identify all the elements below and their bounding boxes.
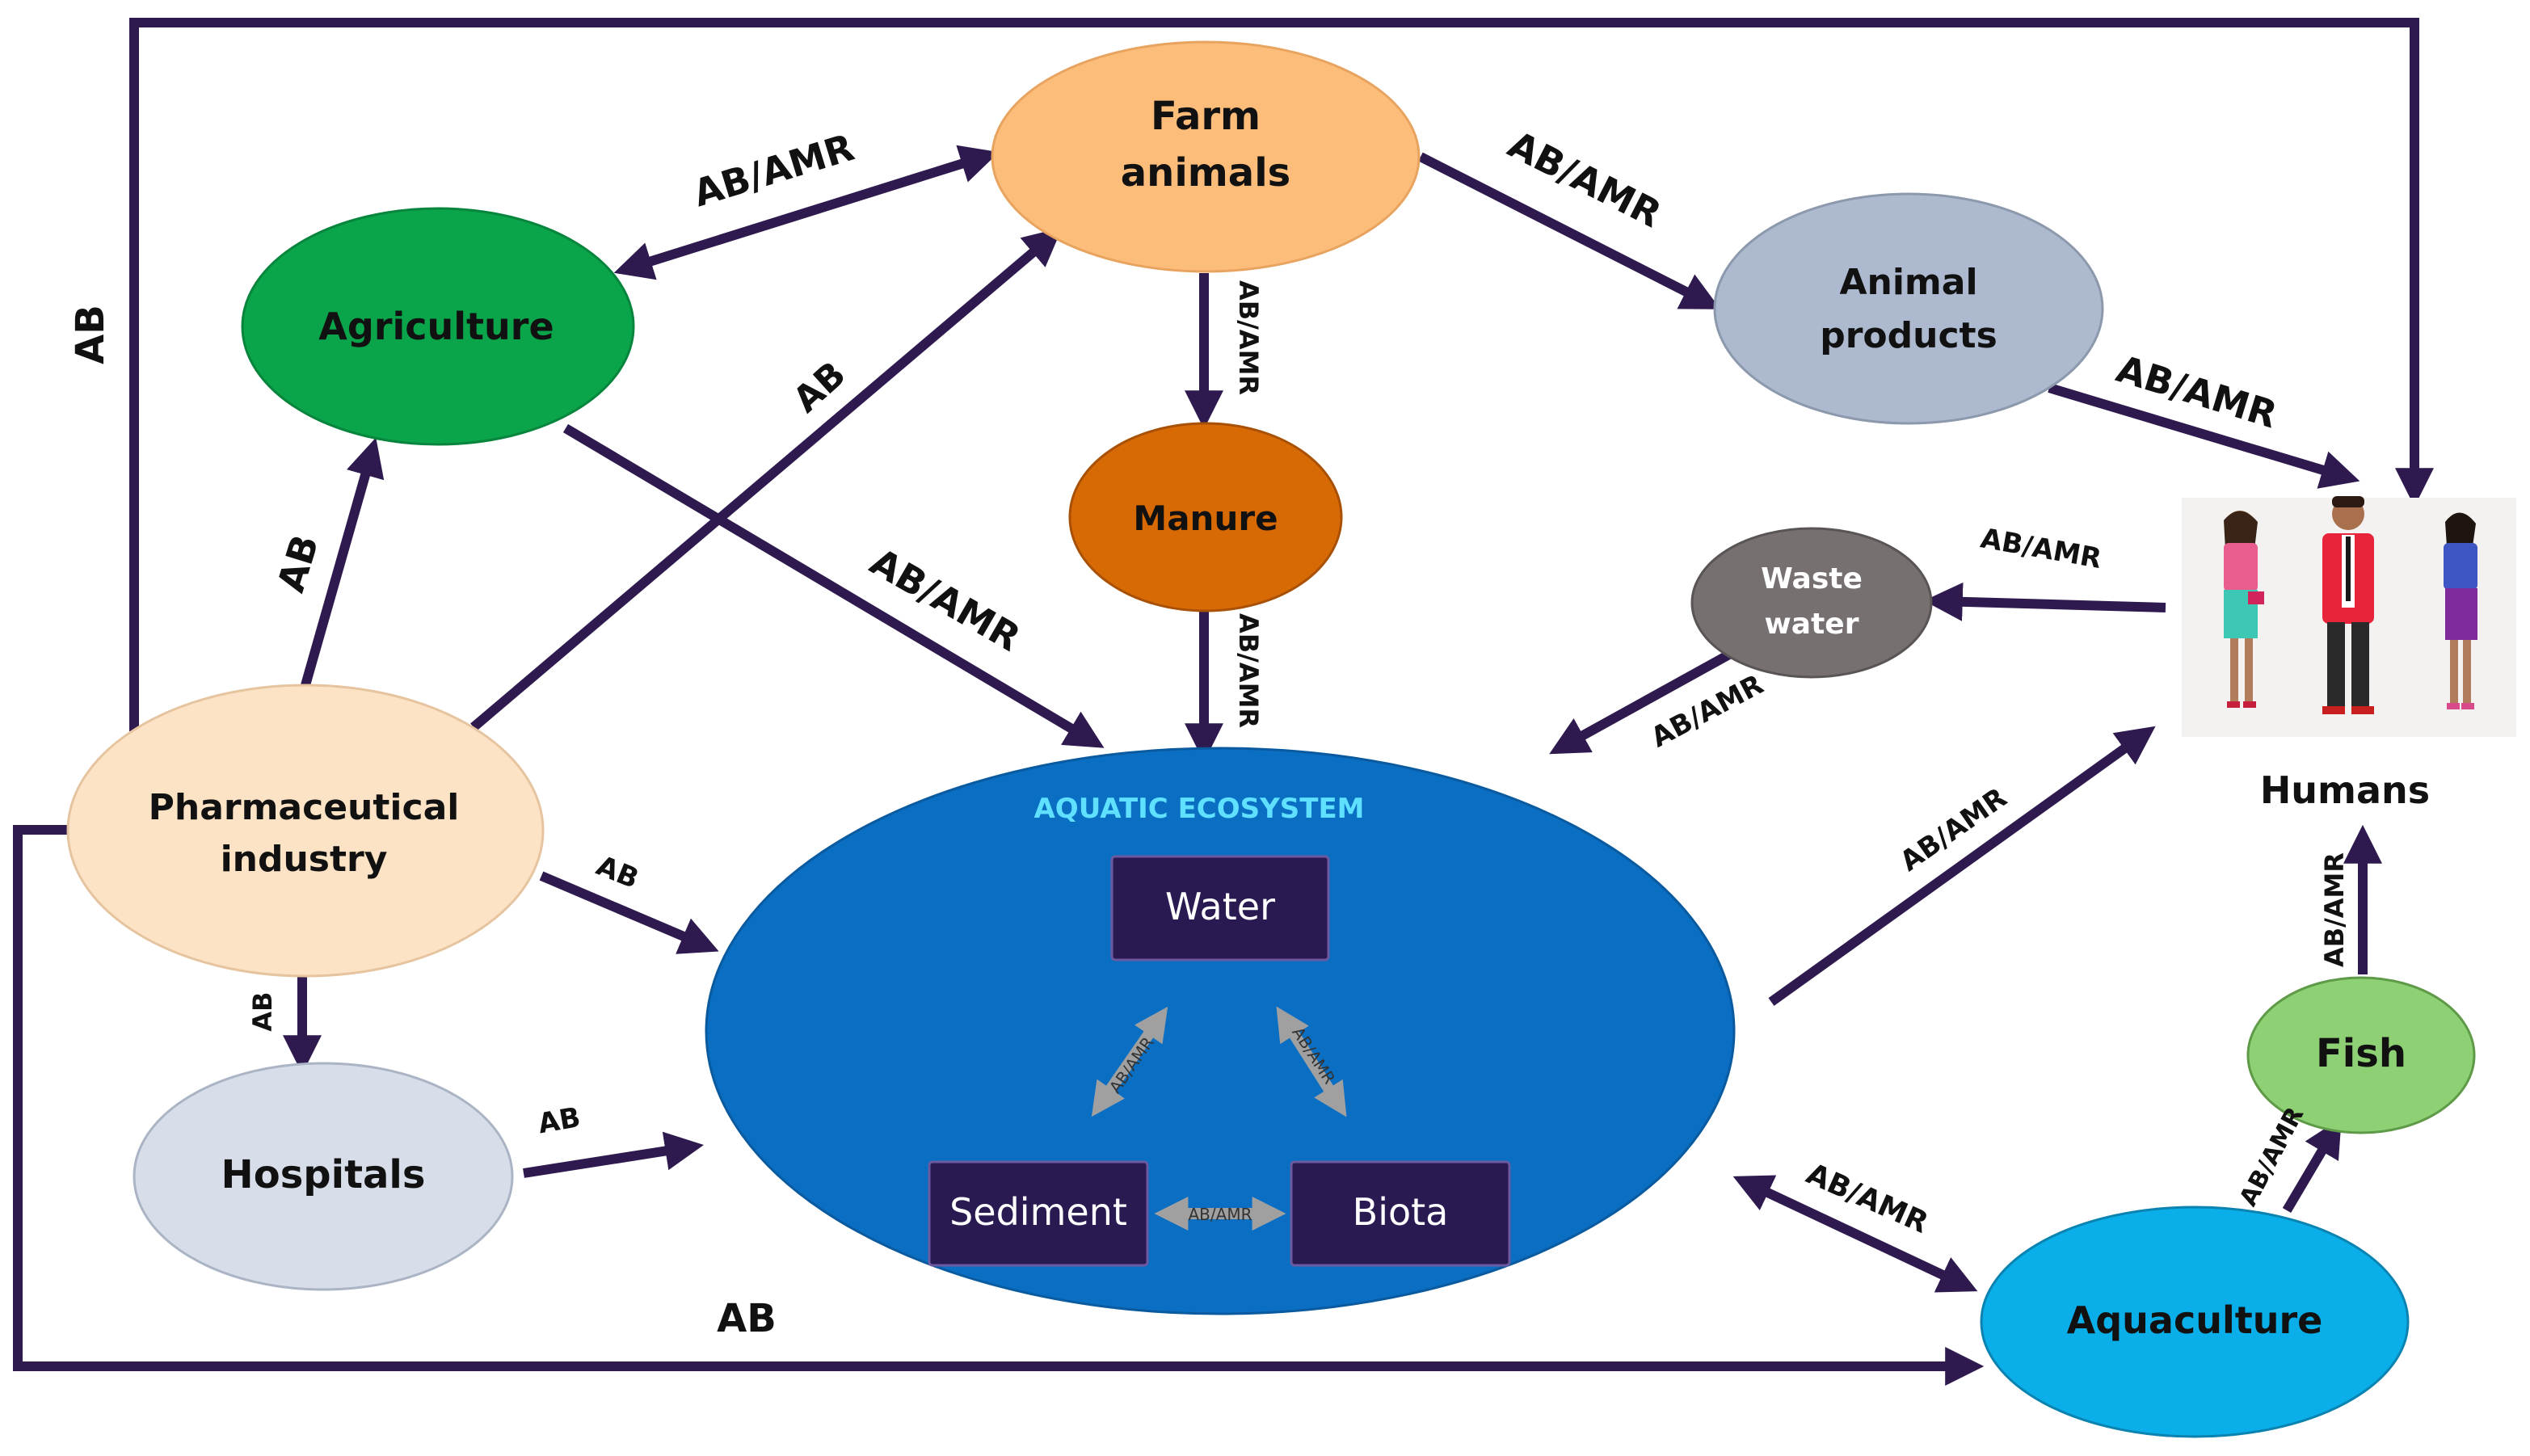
woman-figure-2-icon — [2444, 512, 2477, 709]
water-box — [1110, 855, 1330, 962]
arrows — [13, 18, 2434, 1386]
label-bottom-loop: AB — [717, 1296, 777, 1341]
label-line: Pharmaceutical — [149, 787, 460, 828]
label-manure-aquatic: AB/AMR — [1233, 613, 1264, 728]
pharmaceutical-industry-label: Pharmaceutical industry — [149, 787, 460, 880]
humans-label: Humans — [2260, 768, 2430, 812]
agriculture-label: Agriculture — [318, 305, 554, 348]
label-aquatic-aquaculture: AB/AMR — [1801, 1157, 1933, 1239]
label-agri-aquatic: AB/AMR — [863, 540, 1028, 660]
humans-node: Humans — [2182, 496, 2516, 812]
label-pharma-hospitals: AB — [247, 991, 278, 1031]
sediment-biota-link-label: AB/AMR — [1189, 1205, 1252, 1224]
hospitals-label: Hospitals — [221, 1152, 426, 1197]
label-farm-products: AB/AMR — [1501, 122, 1669, 236]
waste-water-node: Waste water — [1690, 527, 1933, 679]
aquatic-ecosystem-node: AQUATIC ECOSYSTEM Water Sediment Biota A… — [705, 747, 1736, 1315]
manure-label: Manure — [1133, 499, 1278, 538]
label-products-humans: AB/AMR — [2111, 347, 2282, 436]
water-label: Water — [1165, 885, 1275, 928]
arrow-agriculture-farm-animals — [613, 145, 1000, 280]
arrow-pharma-to-aquaculture-loop — [13, 825, 1985, 1386]
label-hospitals-aquatic: AB — [536, 1101, 583, 1140]
waste-water-label: Waste water — [1761, 562, 1863, 641]
arrow-aquaculture-to-fish — [2282, 1117, 2342, 1214]
animal-products-label: Animal products — [1820, 262, 1997, 356]
sediment-box — [928, 1160, 1149, 1267]
label-humans-waste: AB/AMR — [1978, 522, 2104, 575]
label-line: water — [1765, 608, 1859, 641]
agriculture-node: Agriculture — [241, 207, 635, 446]
sediment-label: Sediment — [949, 1190, 1127, 1234]
arrow-products-to-humans — [2048, 383, 2360, 489]
label-fish-humans: AB/AMR — [2319, 852, 2350, 967]
label-line: Animal — [1839, 262, 1977, 303]
arrow-water-sediment — [1091, 1006, 1168, 1117]
label-top-loop: AB — [68, 305, 113, 364]
label-aquatic-humans: AB/AMR — [1894, 781, 2013, 877]
man-figure-icon — [2322, 496, 2374, 714]
aquatic-ecosystem-title: AQUATIC ECOSYSTEM — [1033, 793, 1364, 825]
fish-label: Fish — [2316, 1031, 2406, 1076]
hospitals-node: Hospitals — [133, 1062, 514, 1291]
label-line: Waste — [1761, 562, 1863, 595]
label-line: industry — [221, 839, 388, 880]
arrow-farm-to-products — [1418, 152, 1721, 309]
biota-label: Biota — [1353, 1190, 1449, 1234]
farm-animals-label: Farm animals — [1121, 94, 1290, 196]
arrow-aquatic-aquaculture — [1732, 1175, 1978, 1293]
farm-animals-node: Farm animals — [991, 40, 1421, 273]
label-farm-manure: AB/AMR — [1233, 280, 1264, 395]
arrow-agriculture-to-aquatic — [562, 423, 1105, 748]
animal-products-node: Animal products — [1713, 192, 2104, 425]
arrow-pharma-to-agriculture — [301, 437, 385, 687]
label-pharma-agri: AB — [269, 530, 327, 597]
aquaculture-node: Aquaculture — [1980, 1206, 2410, 1438]
arrow-aquatic-to-humans — [1768, 726, 2156, 1006]
arrow-hospitals-to-aquatic — [523, 1131, 704, 1178]
arrow-pharma-to-aquatic — [539, 871, 719, 954]
label-pharma-aquatic: AB — [591, 849, 642, 895]
arrow-pharma-to-farm — [470, 227, 1063, 731]
aquaculture-label: Aquaculture — [2067, 1298, 2323, 1342]
pharmaceutical-industry-node: Pharmaceutical industry — [66, 684, 545, 978]
arrow-pharma-to-humans-loop — [129, 18, 2434, 731]
label-waste-aquatic: AB/AMR — [1646, 668, 1769, 754]
label-line: animals — [1121, 150, 1290, 196]
biota-box — [1290, 1160, 1511, 1267]
arrow-water-biota — [1276, 1006, 1347, 1117]
label-line: Farm — [1151, 94, 1261, 139]
woman-figure-icon — [2224, 511, 2264, 708]
label-line: products — [1820, 315, 1997, 356]
arrow-humans-to-waste — [1923, 582, 2166, 621]
fish-node: Fish — [2246, 976, 2476, 1134]
manure-node: Manure — [1068, 422, 1343, 612]
arrow-waste-to-aquatic — [1549, 650, 1732, 755]
